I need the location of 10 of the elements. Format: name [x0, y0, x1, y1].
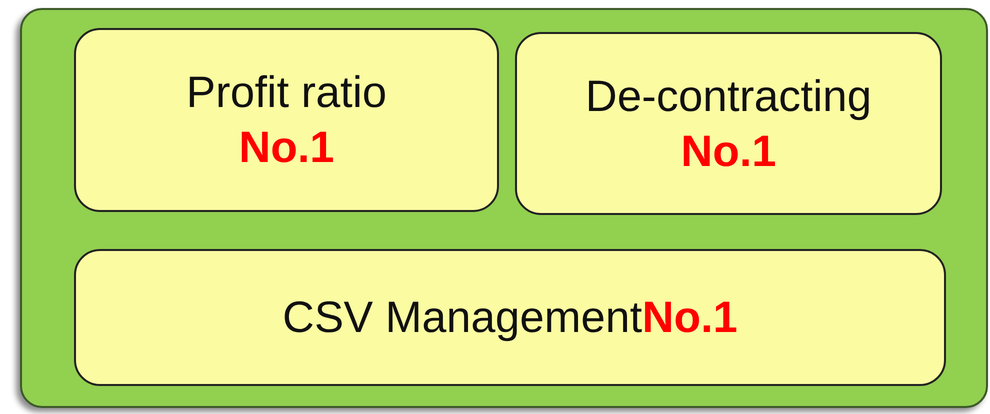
heading-text: Profit ratio [186, 67, 387, 119]
rank-text: No.1 [642, 292, 738, 344]
card [74, 28, 499, 212]
rank-text: No.1 [680, 126, 776, 178]
panel-background [20, 8, 988, 408]
card [515, 32, 942, 215]
rank-text: No.1 [238, 122, 334, 174]
card [74, 249, 946, 386]
heading-text: De-contracting [585, 70, 872, 122]
heading-text: CSV Management [282, 292, 642, 344]
